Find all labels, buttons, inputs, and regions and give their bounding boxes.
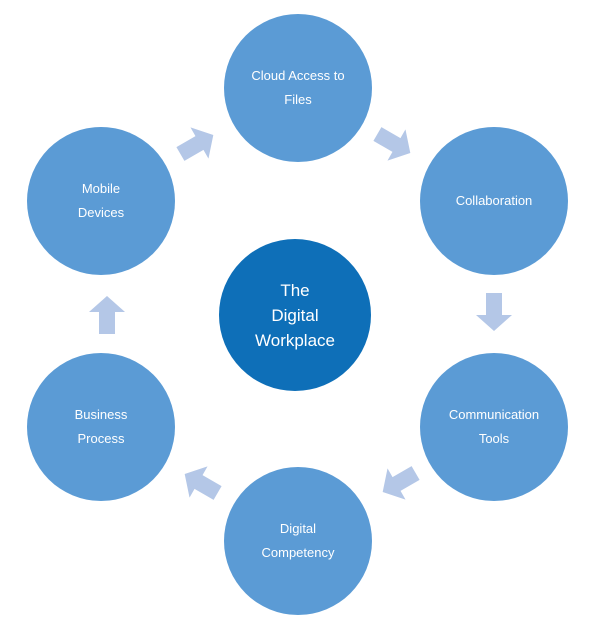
arrow-communication-to-competency: [382, 466, 420, 500]
center-node-label: The Digital Workplace: [255, 280, 335, 350]
node-digital-competency: Digital Competency: [224, 467, 372, 615]
arrow-mobile-to-cloud: [176, 127, 214, 161]
node-cloud-access-label: Cloud Access to Files: [251, 68, 345, 107]
node-business-process: Business Process: [27, 353, 175, 501]
center-node-digital-workplace: The Digital Workplace: [219, 239, 371, 391]
node-business-process-label: Business Process: [74, 407, 128, 446]
arrow-cloud-to-collaboration: [373, 127, 411, 161]
arrow-business-to-mobile: [89, 296, 125, 334]
node-collaboration-label: Collaboration: [455, 193, 533, 208]
node-communication-tools: Communication Tools: [420, 353, 568, 501]
node-mobile-devices-label: Mobile Devices: [77, 181, 125, 220]
node-cloud-access: Cloud Access to Files: [224, 14, 372, 162]
node-mobile-devices: Mobile Devices: [27, 127, 175, 275]
arrow-competency-to-business: [184, 466, 222, 500]
node-communication-tools-label: Communication Tools: [448, 407, 540, 446]
node-digital-competency-label: Digital Competency: [261, 521, 335, 560]
arrow-collaboration-to-communication: [476, 293, 512, 331]
node-collaboration: Collaboration: [420, 127, 568, 275]
